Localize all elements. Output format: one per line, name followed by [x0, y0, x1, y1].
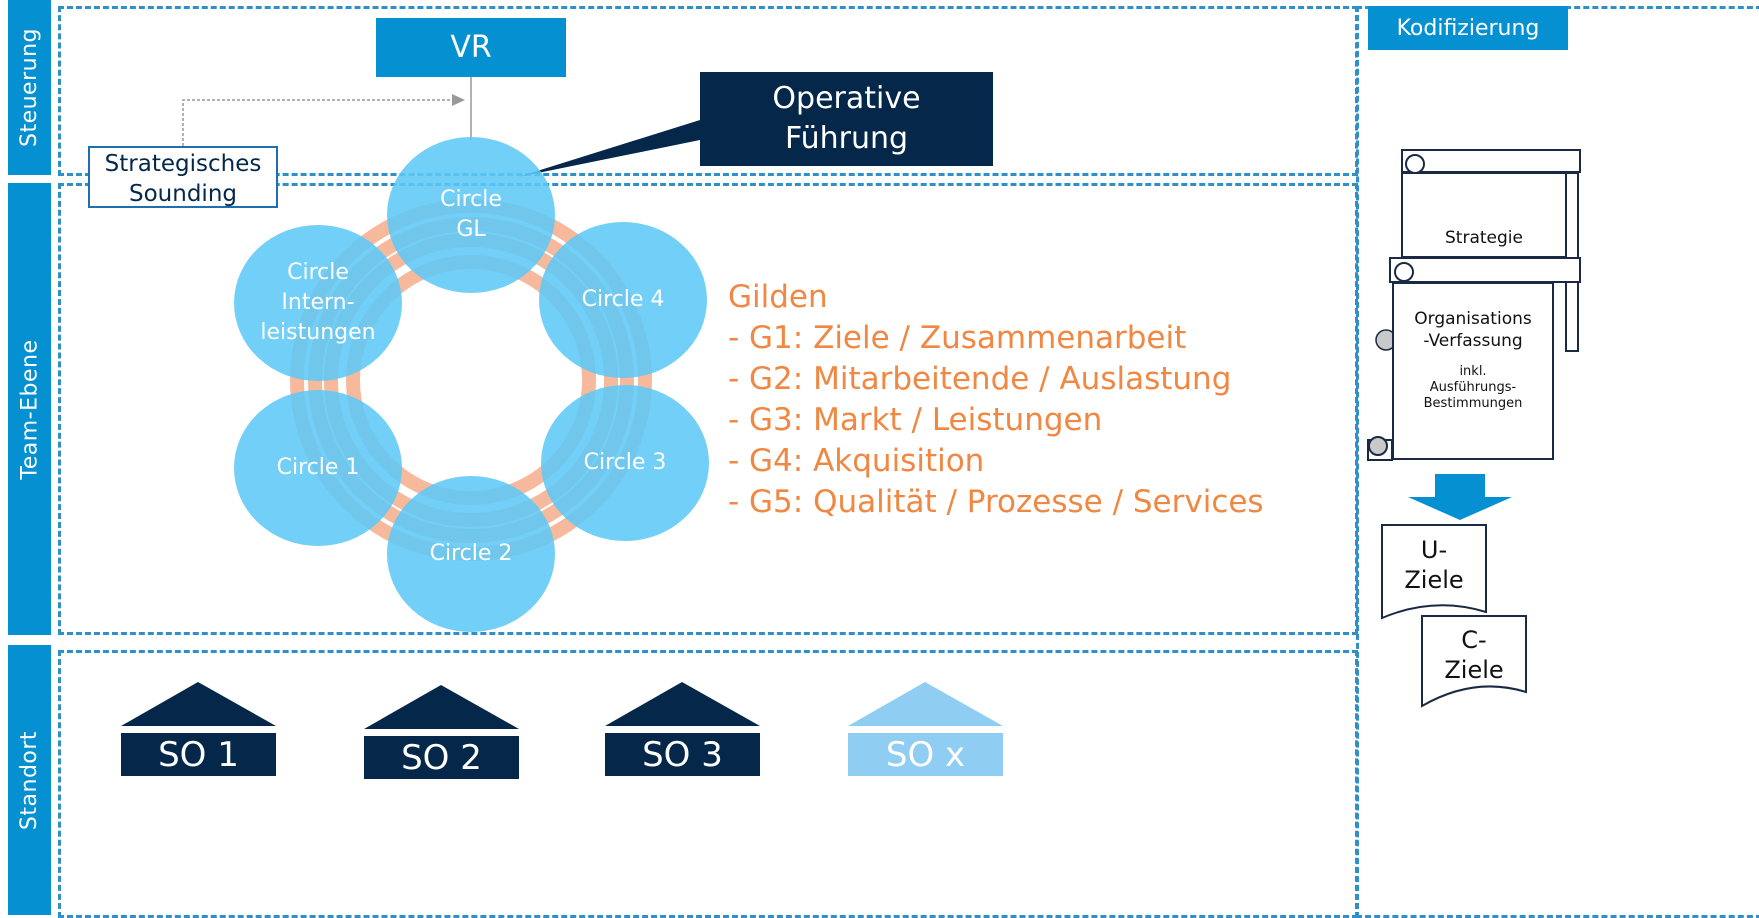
vr-box: VR — [376, 18, 566, 77]
callout-pointer — [518, 120, 700, 177]
circle-interne-leistungen: Circle Intern- leistungen — [234, 225, 402, 381]
circle-3: Circle 3 — [541, 385, 709, 541]
circle-2: Circle 2 — [387, 476, 555, 632]
standort-so-x: SO x — [848, 733, 1003, 776]
gilden-item: - G5: Qualität / Prozesse / Services — [728, 484, 1264, 520]
verfassung-scroll-top — [1389, 257, 1581, 283]
gilden-list: Gilden - G1: Ziele / Zusammenarbeit - G2… — [728, 277, 1264, 523]
roof-so-3 — [605, 682, 760, 726]
roof-so-1 — [121, 682, 276, 726]
gilden-item: - G3: Markt / Leistungen — [728, 402, 1103, 438]
roof-so-2 — [364, 685, 519, 729]
roof-so-x — [848, 682, 1003, 726]
u-ziele-label: U- Ziele — [1404, 536, 1464, 594]
strategie-scroll-top — [1401, 149, 1581, 173]
standort-so-2: SO 2 — [364, 736, 519, 779]
band-label-steuerung: Steuerung — [8, 0, 51, 175]
band-label-standort: Standort — [8, 645, 51, 915]
u-ziele-shape — [1381, 524, 1487, 620]
circle-gl: Circle GL — [387, 137, 555, 293]
gilden-item: - G2: Mitarbeitende / Auslastung — [728, 361, 1232, 397]
standort-so-1: SO 1 — [121, 733, 276, 776]
band-label-team-ebene: Team-Ebene — [8, 183, 51, 635]
verfassung-bottom-curl — [1368, 436, 1388, 456]
verfassung-doc: Organisations -Verfassung inkl. Ausführu… — [1392, 282, 1554, 460]
gilden-item: - G1: Ziele / Zusammenarbeit — [728, 320, 1187, 356]
gilden-item: - G4: Akquisition — [728, 443, 985, 479]
strategie-curl — [1405, 154, 1425, 174]
kodifizierung-title: Kodifizierung — [1368, 6, 1568, 50]
strategisches-sounding-box: Strategisches Sounding — [88, 146, 278, 208]
sounding-arrow-head — [452, 94, 465, 106]
circle-1: Circle 1 — [234, 390, 402, 546]
standort-so-3: SO 3 — [605, 733, 760, 776]
sounding-arrow-line — [182, 99, 455, 146]
gilden-title: Gilden — [728, 279, 828, 315]
operative-fuehrung-box: Operative Führung — [700, 72, 993, 166]
circle-4: Circle 4 — [539, 222, 707, 378]
verfassung-curl — [1394, 262, 1414, 282]
c-ziele-label: C- Ziele — [1444, 626, 1504, 684]
down-arrow — [1408, 474, 1512, 520]
c-ziele-shape — [1421, 615, 1527, 708]
